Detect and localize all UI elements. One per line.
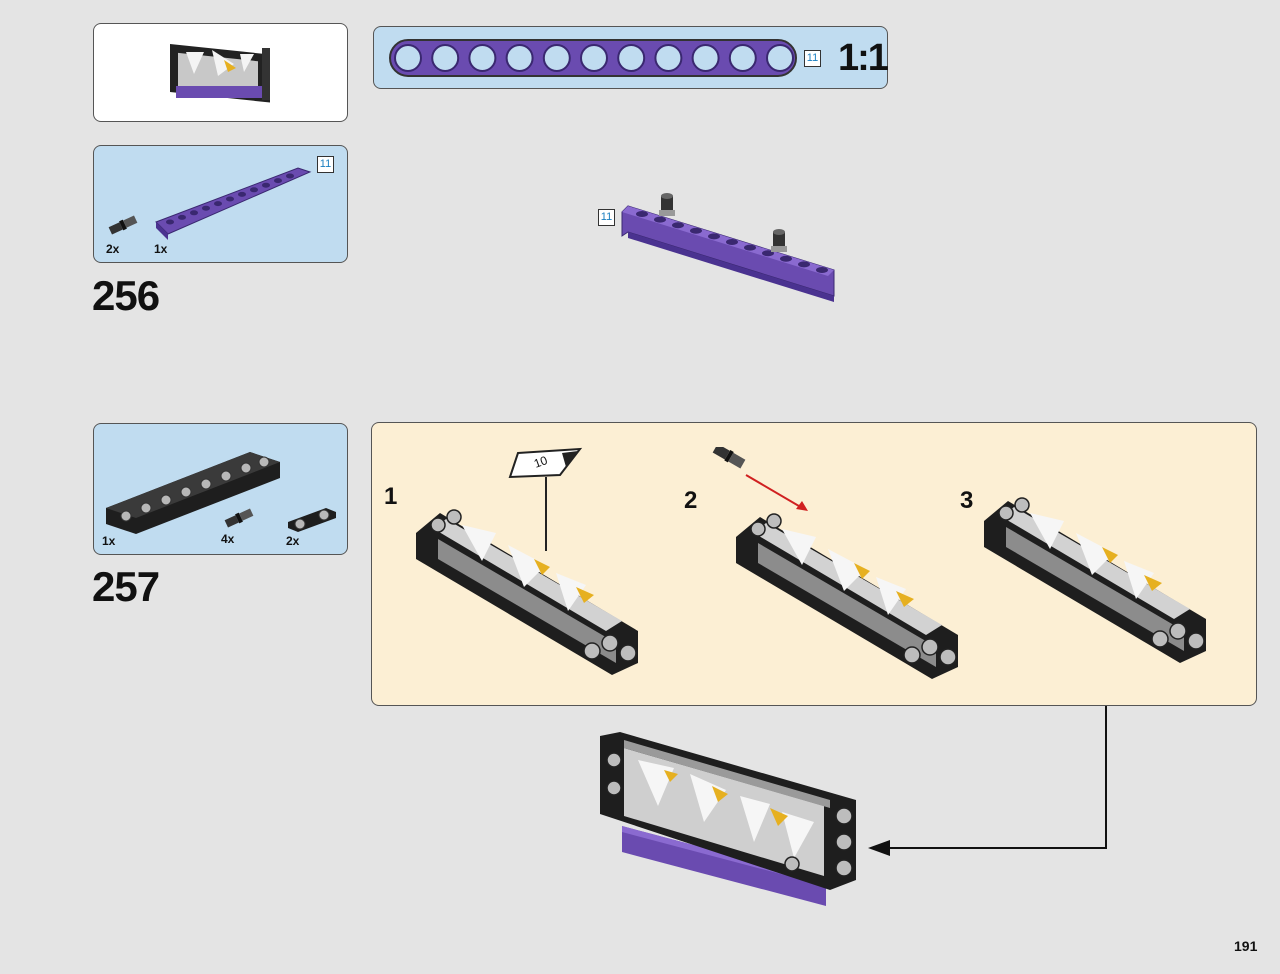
scale-label: 1:1 [838, 37, 889, 79]
part-qty-connector: 4x [221, 532, 235, 546]
step-number-256: 256 [92, 272, 160, 319]
step-256-parts-panel: 11 2x 1x [93, 145, 348, 263]
beam-length-badge: 11 [317, 156, 334, 173]
ruler-hole [691, 44, 720, 72]
purple-beam-11-icon [155, 167, 312, 240]
panel-substep-1 [416, 509, 638, 675]
connector-peg-icon [224, 508, 254, 528]
ruler-hole [431, 44, 460, 72]
page-number: 191 [1234, 938, 1258, 954]
step-number-257: 257 [92, 563, 160, 610]
part-qty-panel-beam: 1x [102, 534, 116, 548]
panel-substep-2 [736, 513, 958, 679]
ruler-hole [617, 44, 646, 72]
ruler-hole [505, 44, 534, 72]
ruler-length-badge: 11 [804, 50, 821, 67]
part-qty-beam: 1x [154, 242, 168, 256]
panel-assembly-preview-icon [170, 43, 270, 103]
insert-connector-arrow-icon [712, 447, 808, 511]
attach-subassembly-arrow-icon [868, 706, 1107, 856]
ruler-hole [468, 44, 497, 72]
panel-substep-3 [984, 497, 1206, 663]
subassembly-panel: 1 2 3 10 [371, 422, 1257, 706]
connector-peg-icon [108, 215, 138, 235]
black-panel-assembly-icons [416, 497, 1206, 679]
ruler-hole [766, 44, 794, 72]
purple-beam-11-actual-size-icon [389, 39, 797, 77]
ruler-hole [542, 44, 571, 72]
substep-number-1: 1 [384, 483, 398, 510]
ruler-hole [580, 44, 608, 72]
ruler-hole [394, 44, 422, 72]
beam-with-connectors-assembly-icon [621, 193, 835, 302]
scale-ruler-panel: 11 1:1 [373, 26, 889, 89]
black-panel-beam-icon [106, 452, 280, 534]
step-257-parts-panel: 1x 4x 2x [93, 423, 348, 555]
sticker-callout-icon [508, 447, 583, 551]
part-qty-short-beam: 2x [286, 534, 300, 548]
short-beam-icon [288, 508, 336, 532]
ruler-hole [728, 44, 757, 72]
ruler-hole [654, 44, 683, 72]
final-panel-assembly-icon [600, 732, 856, 906]
part-qty-connector: 2x [106, 242, 120, 256]
substep-number-2: 2 [684, 487, 698, 514]
assembly-length-badge: 11 [598, 209, 615, 226]
substep-number-3: 3 [960, 487, 974, 514]
previous-step-preview [93, 23, 348, 122]
